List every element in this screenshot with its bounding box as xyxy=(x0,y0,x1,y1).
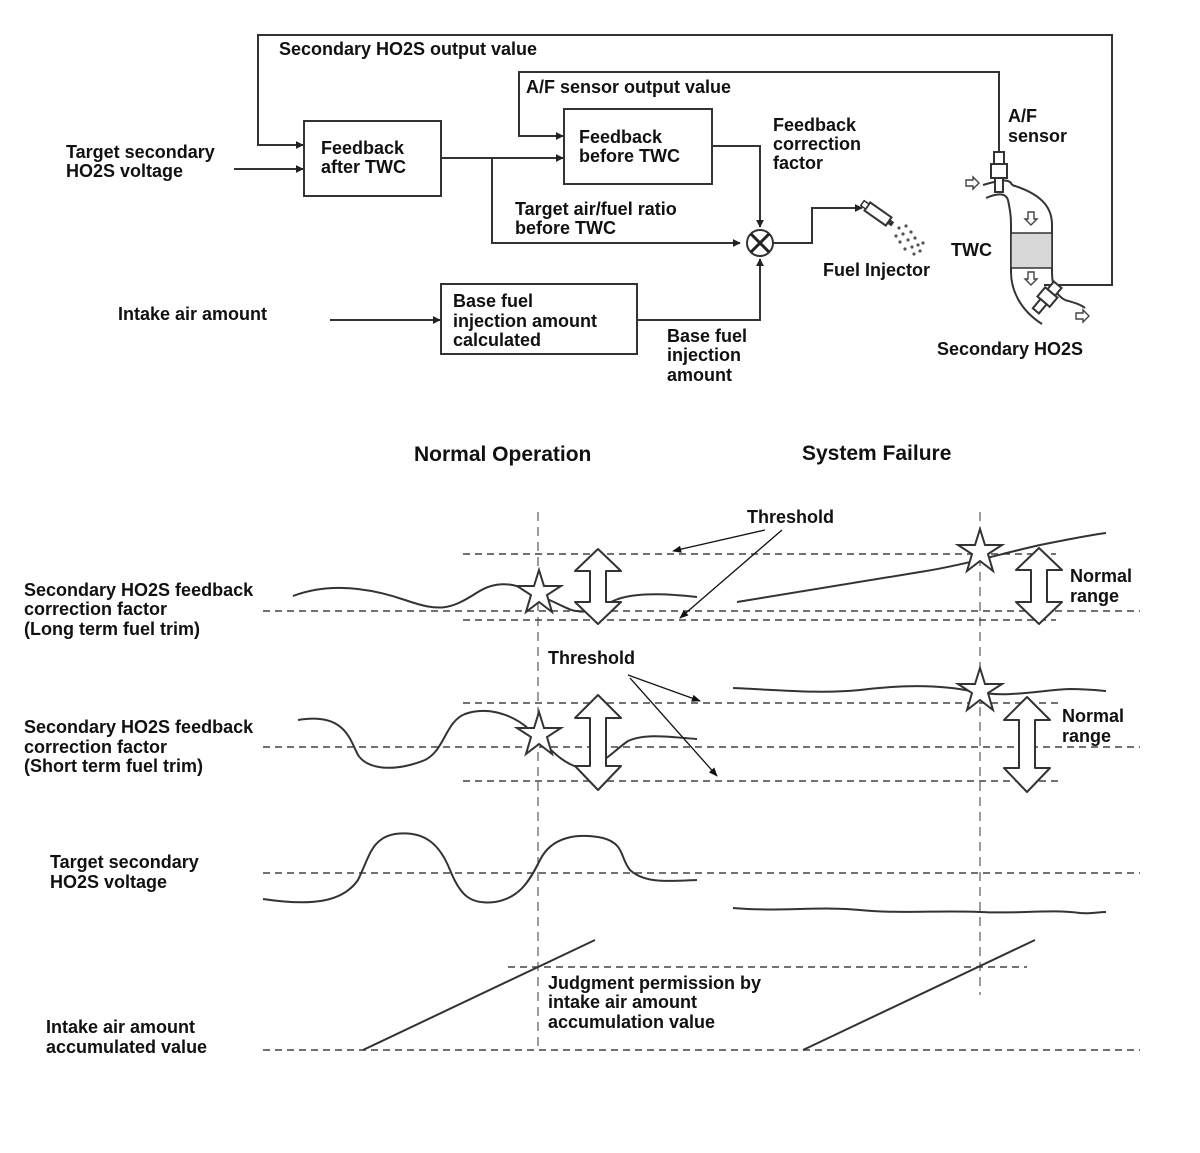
multiplier-icon xyxy=(746,229,774,257)
target-secondary-voltage-label: Target secondary HO2S voltage xyxy=(66,142,220,181)
long-term-failure-curve xyxy=(736,532,1107,603)
timing-chart: Normal Operation System Failure Secondar… xyxy=(24,442,1140,1057)
star-icon xyxy=(954,525,1006,574)
short-term-normal-curve xyxy=(297,710,698,770)
short-term-failure-curve xyxy=(732,685,1107,696)
target-af-ratio-label: Target air/fuel ratio before TWC xyxy=(515,199,682,238)
double-arrow-icon xyxy=(574,548,622,625)
secondary-ho2s-label: Secondary HO2S xyxy=(937,339,1083,359)
threshold-label-middle: Threshold xyxy=(548,648,635,668)
row-target-voltage-label: Target secondary HO2S voltage xyxy=(50,852,204,892)
double-arrow-icon xyxy=(1003,696,1051,793)
secondary-output-label: Secondary HO2S output value xyxy=(279,39,537,59)
block-diagram: Secondary HO2S output value A/F sensor o… xyxy=(66,34,1113,385)
system-failure-title: System Failure xyxy=(802,442,951,465)
feedback-before-twc-box xyxy=(563,108,713,185)
long-term-normal-curve xyxy=(292,583,698,613)
base-fuel-amount-label: Base fuel injection amount xyxy=(667,326,752,385)
target-voltage-failure-curve xyxy=(732,907,1107,915)
target-voltage-normal-curve xyxy=(262,832,698,904)
normal-range-label-short: Normal range xyxy=(1062,706,1129,746)
intake-air-amount-label: Intake air amount xyxy=(118,304,267,324)
af-output-label: A/F sensor output value xyxy=(526,77,731,97)
feedback-after-twc-box xyxy=(303,120,442,197)
intake-air-normal-ramp xyxy=(362,939,596,1051)
threshold-pointer-short-lower xyxy=(629,677,718,777)
normal-operation-title: Normal Operation xyxy=(414,443,591,466)
star-icon xyxy=(954,664,1006,713)
row-intake-air-label: Intake air amount accumulated value xyxy=(46,1017,207,1057)
fuel-injector-label: Fuel Injector xyxy=(823,260,930,280)
double-arrow-icon xyxy=(574,694,622,791)
threshold-pointer-short-upper xyxy=(627,674,701,702)
exhaust-twc-illustration xyxy=(965,175,1090,325)
threshold-pointer-upper xyxy=(672,529,766,553)
feedback-after-twc-label: Feedback after TWC xyxy=(321,138,409,177)
secondary-ho2s-feedback-line xyxy=(257,34,1113,286)
af-sensor-feedback-line xyxy=(518,71,1000,152)
intake-air-failure-ramp xyxy=(802,939,1036,1051)
feedback-correction-label: Feedback correction factor xyxy=(773,115,866,173)
correction-arrow xyxy=(712,145,764,228)
twc-label: TWC xyxy=(951,240,992,260)
fuel-injector-icon xyxy=(859,199,925,256)
af-sensor-label: A/F sensor xyxy=(1008,106,1067,146)
base-fuel-arrow xyxy=(637,258,764,321)
secondary-ho2s-icon xyxy=(1031,280,1063,315)
af-sensor-icon xyxy=(990,151,1008,193)
star-icon xyxy=(513,708,565,757)
double-arrow-icon xyxy=(1015,547,1063,625)
feedback-before-twc-label: Feedback before TWC xyxy=(579,127,680,166)
row-long-term-label: Secondary HO2S feedback correction facto… xyxy=(24,580,258,639)
catalyst-core xyxy=(1010,232,1053,269)
normal-range-label-long: Normal range xyxy=(1070,566,1137,606)
star-icon xyxy=(513,566,565,615)
judgment-permission-label: Judgment permission by intake air amount… xyxy=(548,973,766,1032)
injector-arrow xyxy=(773,204,863,244)
threshold-pointer-lower xyxy=(679,529,783,619)
row-short-term-label: Secondary HO2S feedback correction facto… xyxy=(24,717,258,776)
threshold-label-top: Threshold xyxy=(747,507,834,527)
base-fuel-calc-label: Base fuel injection amount calculated xyxy=(453,291,602,350)
target-af-arrow xyxy=(491,158,741,247)
